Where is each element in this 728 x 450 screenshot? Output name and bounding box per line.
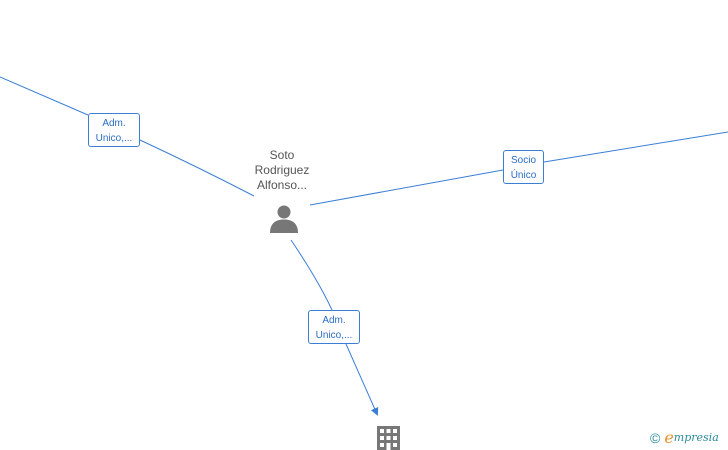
edge-line-1: [0, 76, 255, 197]
person-name-line: Soto: [269, 148, 295, 162]
person-name-line: Rodriguez: [254, 163, 310, 177]
brand-watermark: ©empresia: [650, 428, 719, 448]
edge-label-line: Adm.: [322, 315, 346, 326]
person-node-name[interactable]: Soto Rodriguez Alfonso...: [232, 148, 332, 193]
edge-label-line: Unico,...: [95, 133, 133, 144]
building-icon[interactable]: [376, 425, 401, 450]
person-icon[interactable]: [268, 204, 300, 234]
brand-logo-initial: e: [664, 428, 674, 447]
edge-line-3a: [290, 239, 333, 311]
edge-line-3b: [345, 343, 379, 416]
edge-label-socio-unico[interactable]: Socio Único: [503, 150, 544, 184]
copyright-symbol: ©: [650, 429, 661, 446]
brand-logo-text: mpresia: [673, 431, 719, 444]
edge-line-2: [309, 131, 728, 206]
edge-label-line: Unico,...: [315, 330, 353, 341]
edge-label-adm-unico-1[interactable]: Adm. Unico,...: [88, 113, 140, 147]
edge-label-line: Único: [510, 170, 537, 181]
edge-label-line: Socio: [510, 155, 536, 166]
person-name-line: Alfonso...: [256, 178, 308, 192]
edge-label-adm-unico-2[interactable]: Adm. Unico,...: [308, 310, 360, 344]
edge-label-line: Adm.: [102, 118, 126, 129]
